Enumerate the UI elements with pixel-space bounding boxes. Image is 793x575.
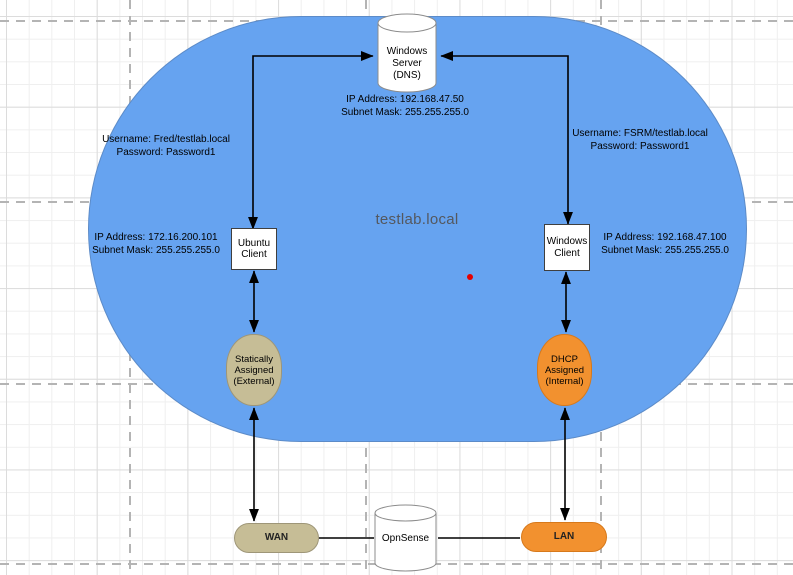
node-wan[interactable]: WAN	[234, 523, 319, 553]
annotation-dns-ip[interactable]: IP Address: 192.168.47.50 Subnet Mask: 2…	[341, 94, 469, 118]
node-label: DHCP Assigned (Internal)	[544, 353, 585, 387]
node-opnsense[interactable]: OpnSense	[374, 504, 437, 572]
cylinder-shape-icon	[377, 13, 437, 93]
node-label: Statically Assigned (External)	[233, 353, 275, 387]
node-label: LAN	[553, 531, 575, 543]
annotation-right-credentials[interactable]: Username: FSRM/testlab.local Password: P…	[572, 128, 708, 152]
node-windows-server-dns[interactable]: Windows Server (DNS)	[377, 13, 437, 93]
node-label: Windows Client	[546, 236, 588, 259]
node-label: OpnSense	[381, 533, 430, 544]
node-ubuntu-client[interactable]: Ubuntu Client	[231, 228, 277, 270]
red-pointer-dot	[467, 274, 473, 280]
annotation-left-credentials[interactable]: Username: Fred/testlab.local Password: P…	[102, 134, 230, 158]
node-label: Ubuntu Client	[237, 237, 271, 261]
node-lan[interactable]: LAN	[521, 522, 607, 552]
node-statically-assigned-external[interactable]: Statically Assigned (External)	[226, 334, 282, 406]
node-windows-client[interactable]: Windows Client	[544, 224, 590, 271]
node-dhcp-assigned-internal[interactable]: DHCP Assigned (Internal)	[537, 334, 592, 406]
domain-label[interactable]: testlab.local	[375, 211, 459, 228]
annotation-ubuntu-ip[interactable]: IP Address: 172.16.200.101 Subnet Mask: …	[92, 232, 220, 256]
cylinder-shape-icon	[374, 504, 437, 572]
node-label: WAN	[264, 532, 289, 544]
annotation-windows-ip[interactable]: IP Address: 192.168.47.100 Subnet Mask: …	[601, 232, 729, 256]
node-label: Windows Server (DNS)	[386, 46, 428, 81]
